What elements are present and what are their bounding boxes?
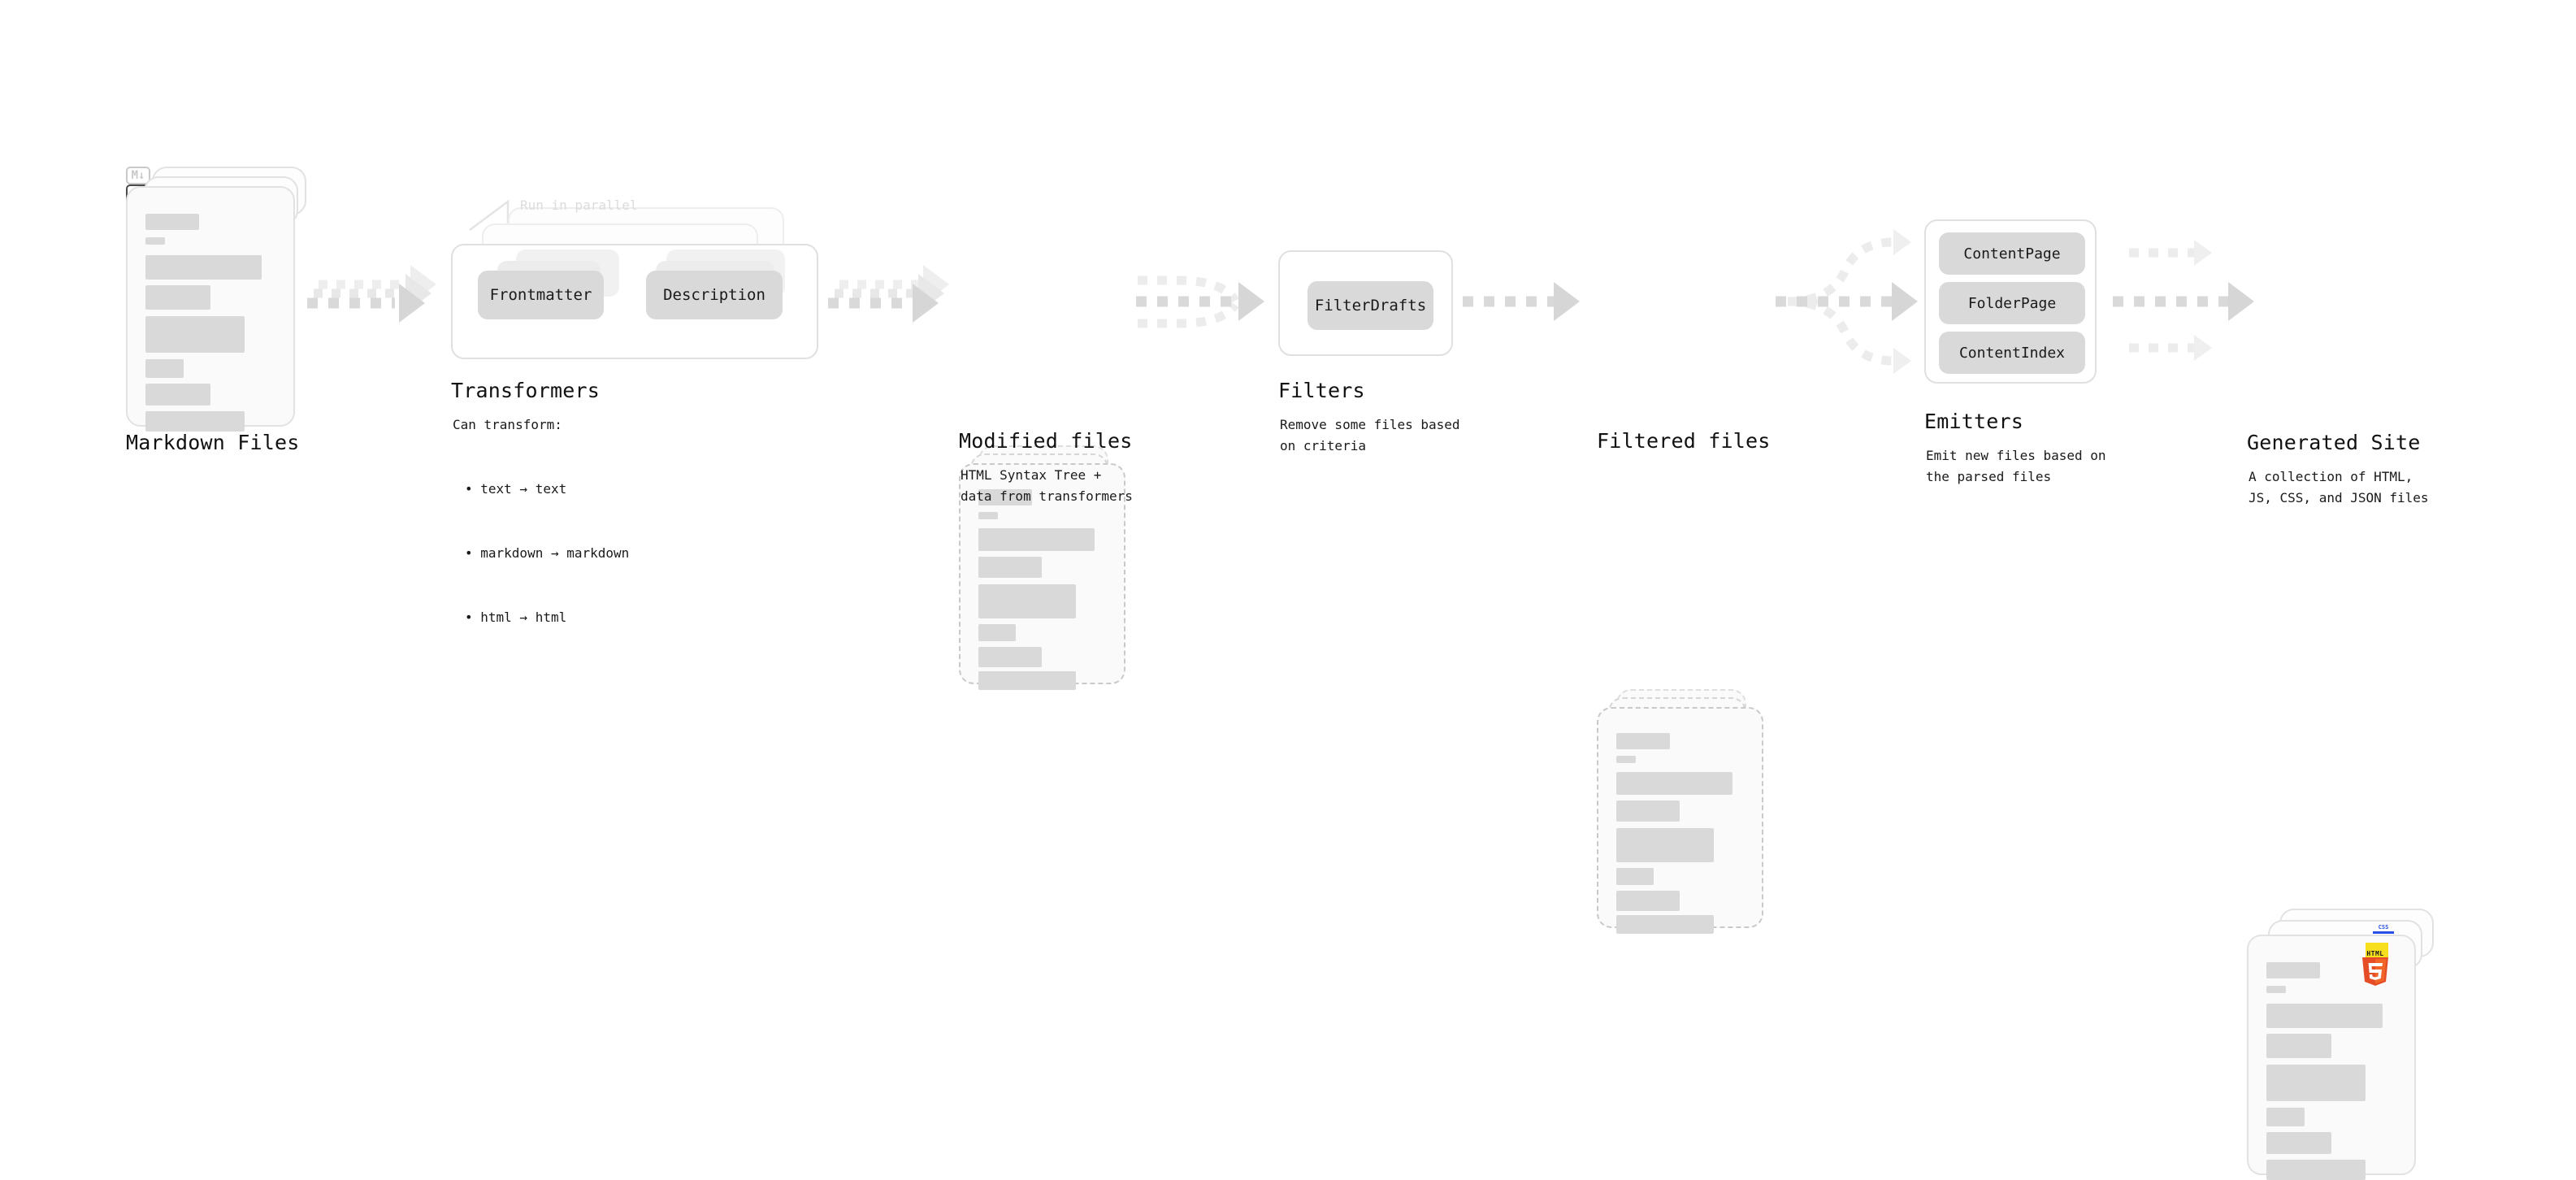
skeleton-bar [978, 512, 998, 519]
stage-emitters: ContentPage FolderPage ContentIndex [1924, 219, 2119, 390]
chip-frontmatter[interactable]: Frontmatter [478, 271, 604, 319]
bullet-item: • html → html [465, 610, 567, 626]
skeleton-bar [1616, 772, 1733, 795]
stage-title-emitters: Emitters [1924, 410, 2024, 433]
stage-desc-filters: Remove some files based on criteria [1280, 417, 1460, 454]
bullet-item: • markdown → markdown [465, 544, 630, 561]
connector-transformers-to-modified [828, 265, 949, 323]
filtered-card-front [1597, 707, 1763, 934]
stage-title-markdown-files: Markdown Files [126, 431, 300, 454]
stage-title-modified-files: Modified files [959, 429, 1133, 453]
skeleton-bar [145, 255, 262, 280]
html5-icon: HTML [2359, 951, 2392, 990]
stage-title-transformers: Transformers [451, 379, 601, 402]
skeleton-bar [1616, 868, 1654, 885]
connector-filtered-to-emitters [1776, 229, 1918, 374]
connector-filters-to-filtered [1463, 282, 1580, 321]
skeleton-bar [1616, 733, 1670, 749]
modified-card-front [959, 463, 1125, 690]
bullet-item: • text → text [465, 480, 567, 497]
skeleton-bar [978, 647, 1042, 667]
stage-filters: FilterDrafts [1278, 250, 1465, 356]
stage-title-filtered-files: Filtered files [1597, 429, 1771, 453]
run-in-parallel-label: Run in parallel [520, 197, 638, 213]
markdown-icon-ghost-2: M↓ [126, 167, 150, 184]
stage-title-filters: Filters [1278, 379, 1365, 402]
skeleton-bar [145, 214, 199, 230]
connector-modified-to-filters [1136, 275, 1264, 328]
skeleton-bar [145, 384, 210, 406]
skeleton-bar [145, 285, 210, 310]
stage-desc-transformers: Can transform: [453, 417, 562, 432]
skeleton-bar [145, 359, 184, 378]
skeleton-bar [1616, 800, 1680, 822]
stage-modified-files [959, 445, 1146, 690]
skeleton-bar [1616, 756, 1636, 763]
skeleton-bar [2266, 1132, 2331, 1154]
skeleton-bar [2266, 1108, 2305, 1126]
chip-folderpage[interactable]: FolderPage [1939, 282, 2085, 324]
bullet-text: text → text [480, 480, 567, 497]
skeleton-bar [2266, 986, 2286, 993]
css3-icon: CSS [2373, 925, 2394, 938]
stage-title-generated-site: Generated Site [2247, 431, 2421, 454]
pipeline-diagram: M↓ M↓ M↓ Markdown Files Frontmatter Desc… [126, 167, 2434, 1180]
stage-markdown-files: M↓ M↓ M↓ [126, 167, 337, 432]
filters-box: FilterDrafts [1278, 250, 1453, 356]
stage-desc-emitters: Emit new files based on the parsed files [1926, 448, 2106, 485]
bullet-text: markdown → markdown [480, 544, 630, 561]
skeleton-bar [2266, 962, 2320, 978]
stage-desc-generated-site: A collection of HTML, JS, CSS, and JSON … [2249, 469, 2429, 506]
skeleton-bar [978, 557, 1042, 578]
stage-desc-modified-files: HTML Syntax Tree + data from transformer… [961, 467, 1133, 505]
skeleton-bar [2266, 1160, 2366, 1180]
bullet-text: html → html [480, 610, 567, 626]
stage-transformers: Frontmatter Description [451, 207, 841, 394]
skeleton-bar [978, 528, 1095, 551]
skeleton-bar [2266, 1004, 2383, 1028]
transformer-bullets: • text → text • markdown → markdown • ht… [465, 436, 629, 671]
stage-generated-site: CSS HTML [2247, 909, 2458, 1180]
chip-contentpage[interactable]: ContentPage [1939, 232, 2085, 275]
skeleton-bar [978, 624, 1016, 641]
skeleton-bar [1616, 891, 1680, 911]
skeleton-bar [145, 411, 245, 432]
stage-filtered-files [1597, 689, 1784, 934]
chip-filterdrafts[interactable]: FilterDrafts [1308, 281, 1433, 330]
chip-contentindex[interactable]: ContentIndex [1939, 332, 2085, 374]
emitters-box: ContentPage FolderPage ContentIndex [1924, 219, 2097, 384]
skeleton-bar [978, 489, 1032, 505]
skeleton-bar [1616, 915, 1714, 934]
markdown-card-front [126, 186, 295, 432]
skeleton-bar [978, 584, 1076, 618]
chip-description[interactable]: Description [646, 271, 783, 319]
skeleton-bar [145, 316, 245, 353]
skeleton-bar [145, 237, 165, 245]
skeleton-bar [1616, 828, 1714, 862]
connector-emitters-to-site [2113, 240, 2254, 361]
skeleton-bar [2266, 1034, 2331, 1058]
skeleton-bar [2266, 1065, 2366, 1101]
